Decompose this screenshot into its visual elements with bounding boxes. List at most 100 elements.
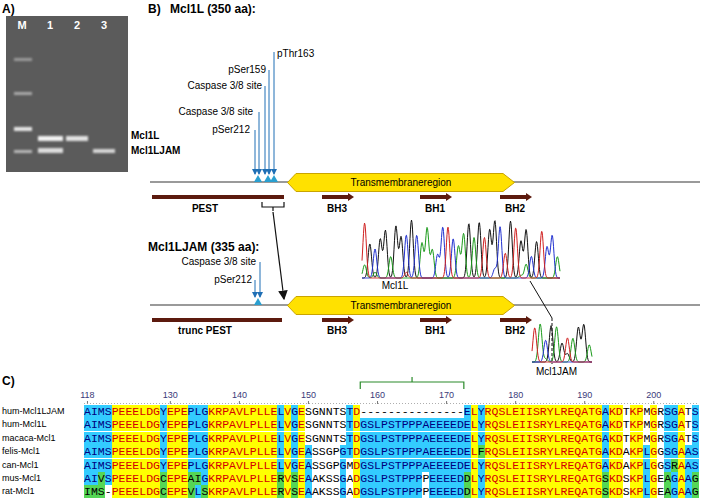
- domain-bar: [322, 195, 348, 199]
- residue: N: [319, 432, 326, 445]
- residue: I: [526, 485, 533, 498]
- residue: A: [685, 459, 692, 472]
- residue: E: [298, 485, 305, 498]
- residue: L: [554, 432, 561, 445]
- trace-curve: [532, 340, 592, 362]
- ruler-number: 140: [232, 390, 247, 401]
- residue: E: [181, 445, 188, 458]
- trace-curve: [362, 227, 560, 278]
- residue: K: [319, 485, 326, 498]
- residue: I: [526, 418, 533, 431]
- residue: L: [554, 459, 561, 472]
- residue: G: [595, 485, 602, 498]
- residue: P: [250, 432, 257, 445]
- residue: P: [409, 472, 416, 485]
- domain-bar: [420, 318, 446, 322]
- residue: S: [326, 472, 333, 485]
- domain-arrow: [446, 193, 452, 201]
- deletion-arrow: [273, 212, 284, 299]
- residue: N: [319, 418, 326, 431]
- residue: K: [609, 405, 616, 418]
- residue: Y: [478, 472, 485, 485]
- residue: S: [623, 472, 630, 485]
- residue: E: [464, 445, 471, 458]
- residue: T: [623, 432, 630, 445]
- residue: P: [174, 418, 181, 431]
- residue: A: [312, 485, 319, 498]
- residue: I: [526, 432, 533, 445]
- residue: -: [416, 405, 423, 418]
- residue: R: [540, 459, 547, 472]
- residue: L: [243, 485, 250, 498]
- residue: Y: [478, 485, 485, 498]
- residue: S: [388, 485, 395, 498]
- residue: P: [250, 418, 257, 431]
- residue: T: [395, 418, 402, 431]
- chromatograms: [362, 220, 592, 362]
- protein-title: Mcl1L (350 aa):: [170, 2, 256, 16]
- residue: G: [671, 432, 678, 445]
- residue: E: [298, 472, 305, 485]
- residue: T: [395, 472, 402, 485]
- residue: G: [671, 445, 678, 458]
- residue: K: [609, 472, 616, 485]
- residue: V: [236, 445, 243, 458]
- residue: R: [540, 485, 547, 498]
- residue: A: [305, 445, 312, 458]
- residue: M: [91, 485, 98, 498]
- residue: L: [243, 405, 250, 418]
- residue: Y: [478, 459, 485, 472]
- residue: M: [98, 418, 105, 431]
- ruler-number: 170: [439, 390, 454, 401]
- residue: R: [540, 418, 547, 431]
- residue: E: [181, 432, 188, 445]
- residue: A: [664, 472, 671, 485]
- site-triangle: [270, 175, 278, 182]
- residue: P: [174, 459, 181, 472]
- residue: G: [650, 472, 657, 485]
- sequence-row: AIMSPEEELDGYEPEPLGKRPAVLPLLELVGESGNNTSTD…: [84, 432, 699, 445]
- residue: V: [236, 459, 243, 472]
- residue: I: [519, 459, 526, 472]
- residue: L: [257, 418, 264, 431]
- species-name: hum-Mcl1LJAM: [2, 405, 65, 418]
- residue: D: [616, 432, 623, 445]
- residue: D: [353, 405, 360, 418]
- residue: E: [167, 459, 174, 472]
- ruler-tick: [308, 401, 309, 404]
- residue: L: [374, 485, 381, 498]
- ruler-tick: [515, 401, 516, 404]
- domain-arrow: [526, 316, 532, 324]
- residue: T: [333, 405, 340, 418]
- residue: S: [533, 445, 540, 458]
- residue: K: [630, 472, 637, 485]
- residue: G: [595, 405, 602, 418]
- residue: V: [98, 472, 105, 485]
- residue: P: [222, 445, 229, 458]
- domain-bar: [500, 318, 526, 322]
- residue: K: [630, 418, 637, 431]
- species-name: hum-Mcl1L: [2, 418, 47, 431]
- residue: R: [540, 432, 547, 445]
- residue: Y: [160, 445, 167, 458]
- residue: S: [333, 485, 340, 498]
- residue: G: [650, 405, 657, 418]
- residue: -: [457, 405, 464, 418]
- residue: P: [637, 418, 644, 431]
- residue: G: [650, 459, 657, 472]
- residue: P: [409, 445, 416, 458]
- residue: L: [471, 459, 478, 472]
- residue: E: [167, 445, 174, 458]
- residue: P: [402, 485, 409, 498]
- domain-bar: [420, 195, 446, 199]
- residue: V: [236, 485, 243, 498]
- sequence-row: AIMSPEEELDGYEPEPLGKRPAVLPLLELVGESGNNTSTD…: [84, 405, 699, 418]
- gel-band: [66, 136, 88, 141]
- leader-line: [259, 112, 260, 174]
- residue: P: [409, 418, 416, 431]
- residue: S: [105, 432, 112, 445]
- sequence-row: IMS-PEEELDGCEPEVLSKRPAVLPLLERVSEAAKSSGAD…: [84, 485, 699, 498]
- residue: G: [153, 485, 160, 498]
- residue: D: [457, 445, 464, 458]
- domain-label: trunc PEST: [178, 325, 232, 337]
